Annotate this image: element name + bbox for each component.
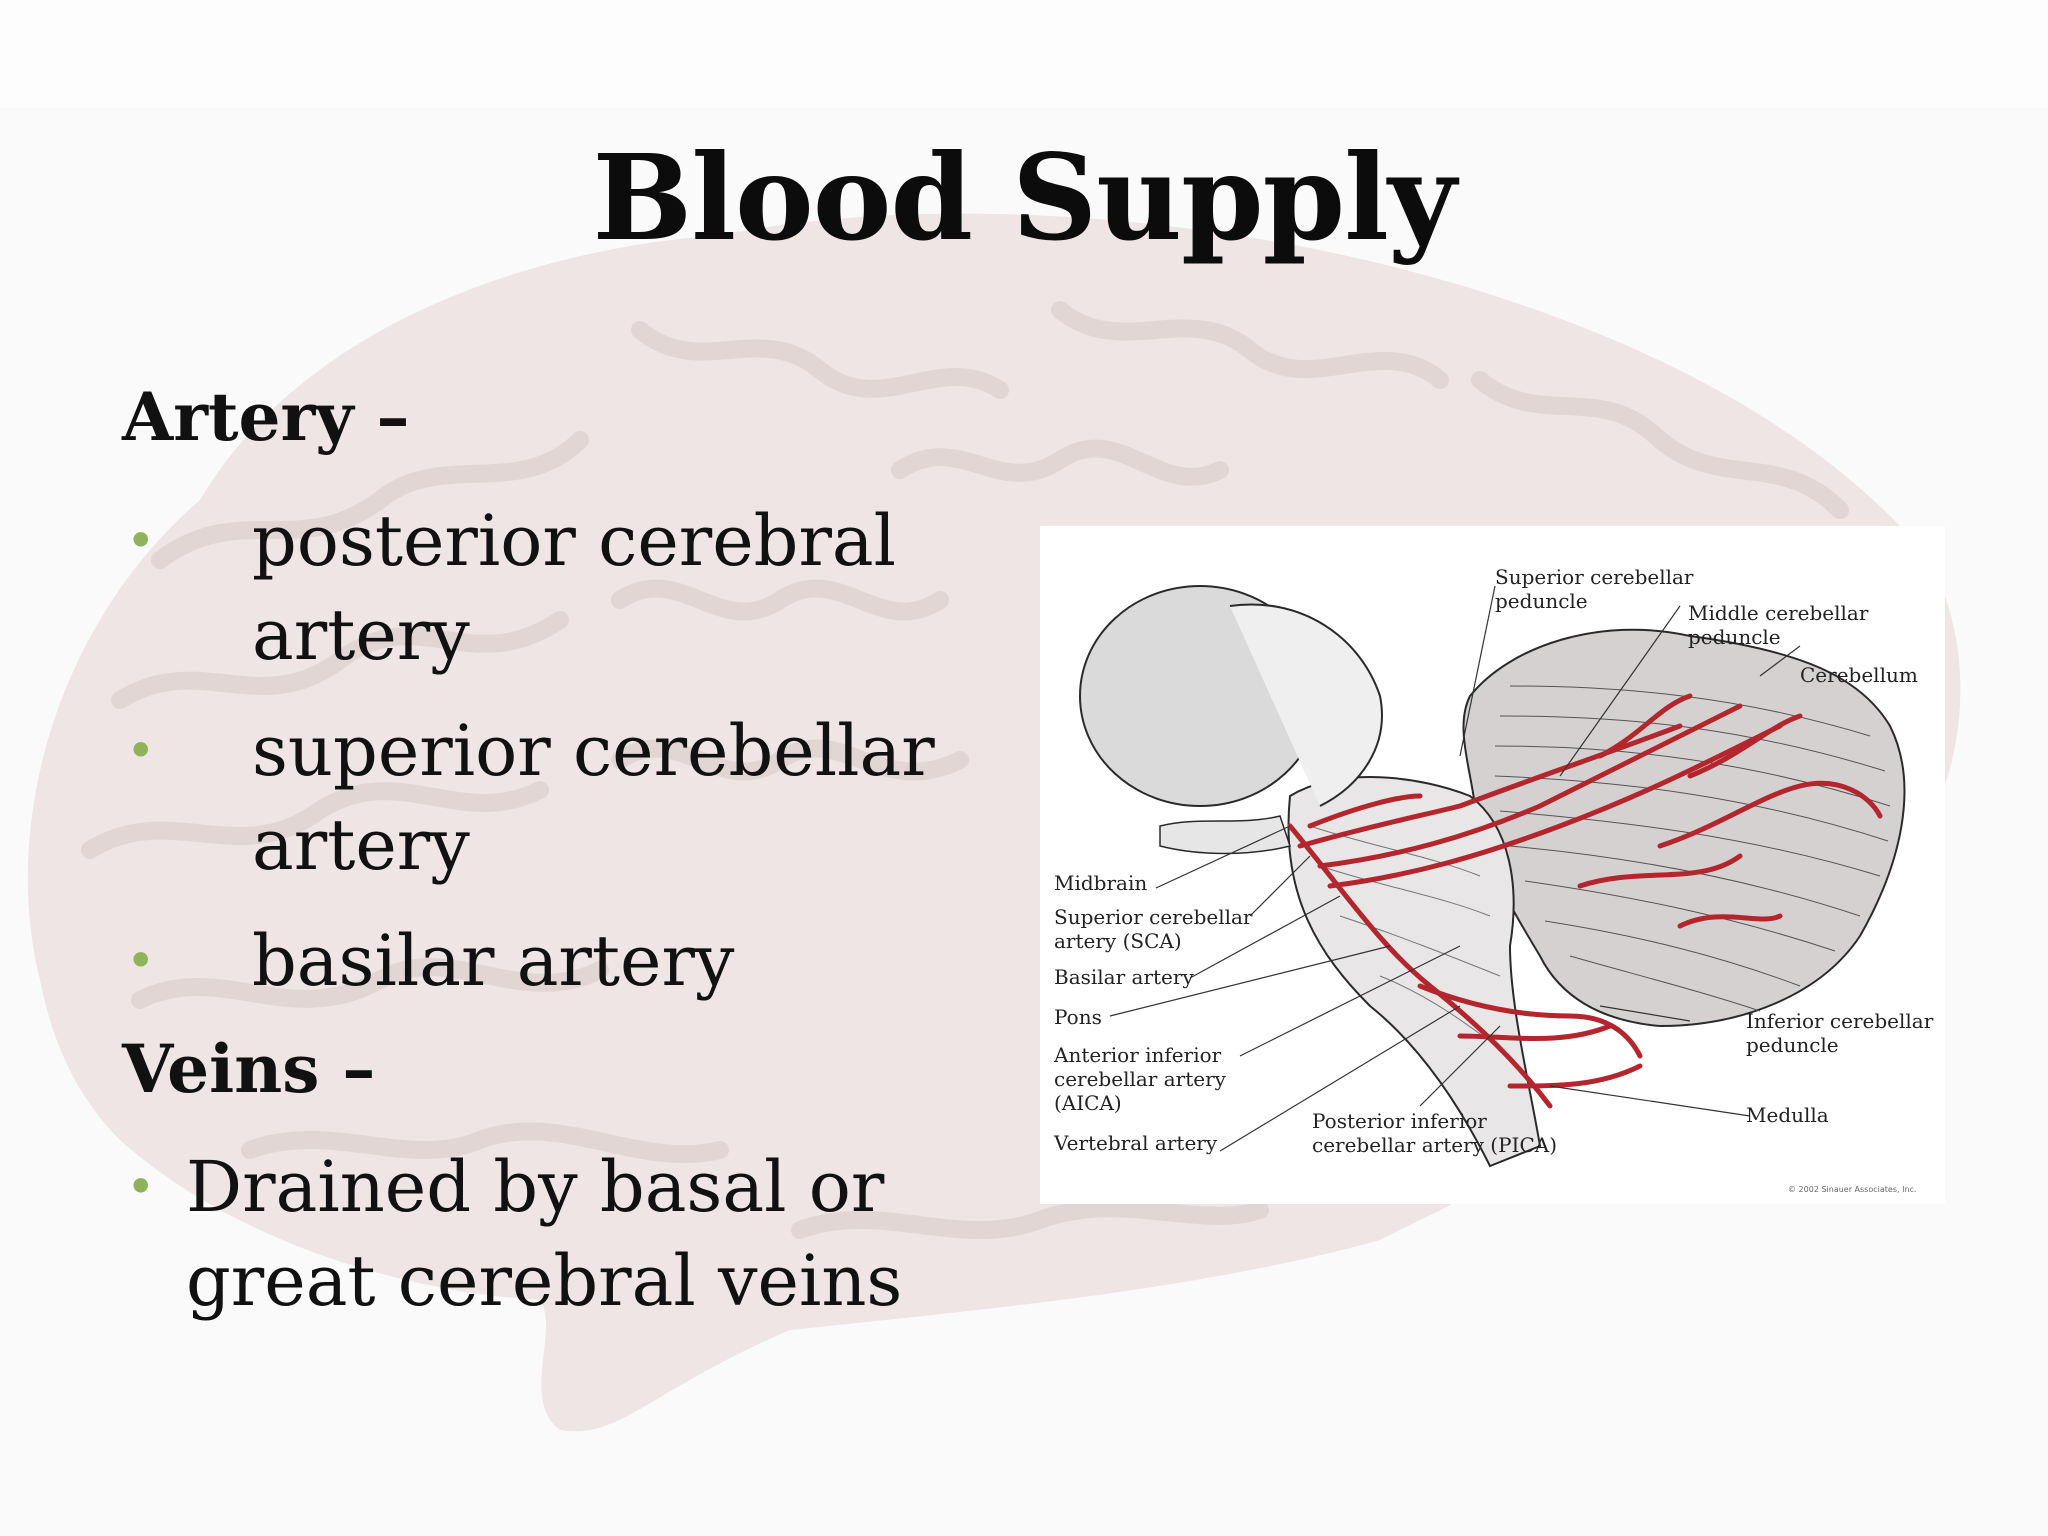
label-medulla: Medulla [1746, 1103, 1829, 1127]
slide-title: Blood Supply [592, 128, 1457, 267]
top-band [0, 0, 2048, 108]
artery-item: • posterior cerebral artery [126, 494, 1026, 682]
label-basilar-artery: Basilar artery [1054, 965, 1194, 989]
bullet-dot-icon: • [126, 722, 156, 780]
label-midbrain: Midbrain [1054, 871, 1147, 895]
bullet-dot-icon: • [126, 512, 156, 570]
veins-heading: Veins – [122, 1030, 376, 1108]
bullet-dot-icon: • [126, 1158, 156, 1216]
bullet-dot-icon: • [126, 932, 156, 990]
artery-heading: Artery – [122, 378, 410, 456]
label-pons: Pons [1054, 1005, 1102, 1029]
label-vertebral-artery: Vertebral artery [1053, 1131, 1218, 1155]
label-cerebellum: Cerebellum [1800, 663, 1918, 687]
artery-list: • posterior cerebral artery • superior c… [126, 494, 1026, 1008]
arteries-drawing [1287, 693, 1883, 1109]
cerebellum-shape [1462, 628, 1906, 1028]
artery-item: • superior cerebellar artery [126, 704, 1026, 892]
artery-item: • basilar artery [126, 914, 1026, 1008]
figure-copyright: © 2002 Sinauer Associates, Inc. [1788, 1185, 1916, 1194]
veins-list: • Drained by basal or great cerebral vei… [126, 1140, 926, 1328]
veins-item: • Drained by basal or great cerebral vei… [126, 1140, 926, 1328]
